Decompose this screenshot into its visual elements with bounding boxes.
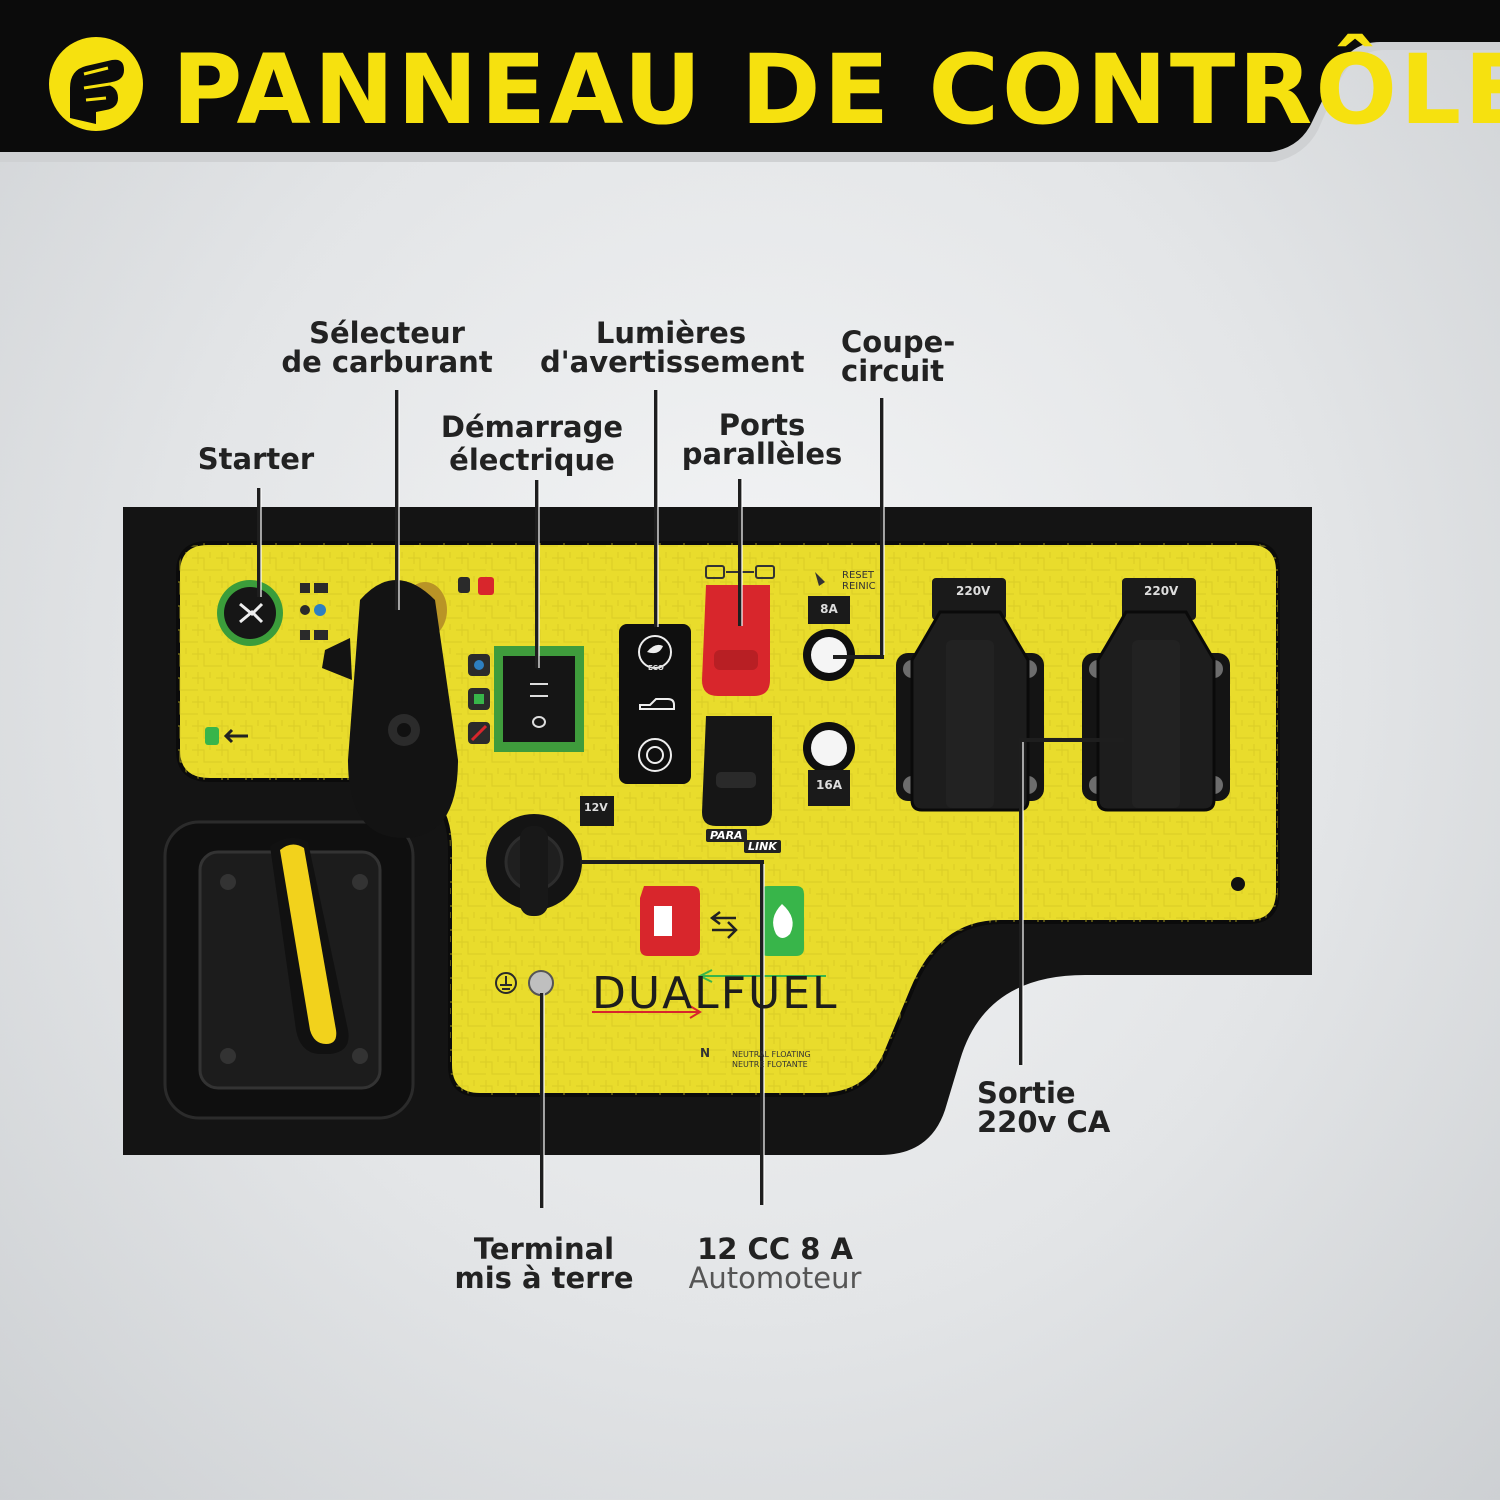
neutral-floating-label: NEUTRAL FLOATING bbox=[732, 1050, 811, 1059]
page-title: PANNEAU DE CONTRÔLE bbox=[172, 34, 1500, 146]
choke-knob bbox=[217, 580, 283, 646]
outlet-right bbox=[1082, 578, 1230, 812]
label-starter: Starter bbox=[197, 442, 315, 476]
label-parallel-ports-line1: Ports bbox=[718, 408, 806, 442]
eco-label: ECO bbox=[648, 664, 664, 672]
label-electric-start-line2: électrique bbox=[449, 443, 615, 477]
outlet-right-voltage: 220V bbox=[1144, 584, 1179, 598]
para-link-label: PARA bbox=[706, 829, 747, 842]
reset-label-fr: REINIC bbox=[842, 581, 876, 592]
label-ground-terminal-line1: Terminal bbox=[473, 1232, 615, 1266]
label-ac-output-line1: Sortie bbox=[977, 1076, 1076, 1110]
neutral-symbol: N bbox=[700, 1046, 711, 1060]
leader-lines bbox=[257, 390, 1124, 1208]
electric-start-switch bbox=[468, 646, 584, 752]
circuit-breakers bbox=[803, 572, 855, 806]
parallel-port-black bbox=[702, 716, 772, 826]
fist-icon bbox=[49, 37, 143, 131]
title-banner bbox=[0, 0, 1500, 162]
dual-fuel-badge bbox=[592, 886, 826, 1019]
label-warning-lights-line1: Lumières bbox=[595, 316, 747, 350]
breaker-top-rating: 8A bbox=[820, 602, 838, 616]
label-ground-terminal-line2: mis à terre bbox=[454, 1261, 634, 1295]
warning-lights-module bbox=[619, 624, 691, 784]
dc-socket bbox=[486, 796, 614, 916]
para-link-label-2: LINK bbox=[744, 840, 781, 853]
label-dc-output-line1: 12 CC 8 A bbox=[697, 1232, 853, 1266]
label-ac-output-line2: 220v CA bbox=[977, 1105, 1111, 1139]
label-circuit-breaker-line2: circuit bbox=[841, 354, 945, 388]
parallel-port-red bbox=[702, 565, 775, 696]
reset-label: RESET bbox=[842, 570, 875, 581]
dc-voltage-label: 12V bbox=[584, 801, 608, 814]
label-fuel-selector-line2: de carburant bbox=[281, 345, 493, 379]
outlet-left-voltage: 220V bbox=[956, 584, 991, 598]
breaker-bottom-rating: 16A bbox=[816, 778, 842, 792]
label-warning-lights-line2: d'avertissement bbox=[540, 345, 805, 379]
label-circuit-breaker-line1: Coupe- bbox=[841, 325, 956, 359]
label-dc-output-line2: Automoteur bbox=[688, 1261, 862, 1295]
label-parallel-ports-line2: parallèles bbox=[681, 437, 843, 471]
label-fuel-selector-line1: Sélecteur bbox=[309, 316, 465, 350]
recoil-start-handle bbox=[163, 820, 415, 1120]
dual-fuel-logo: DUALFUEL bbox=[592, 968, 839, 1019]
choke-indicator-icons bbox=[300, 583, 328, 640]
label-electric-start-line1: Démarrage bbox=[440, 410, 624, 444]
ground-terminal bbox=[495, 970, 554, 996]
fuel-type-icons bbox=[205, 577, 494, 745]
outlet-left bbox=[896, 578, 1044, 812]
neutral-floating-label-fr: NEUTRE FLOTANTE bbox=[732, 1060, 808, 1069]
fuel-selector-knob bbox=[322, 580, 458, 838]
